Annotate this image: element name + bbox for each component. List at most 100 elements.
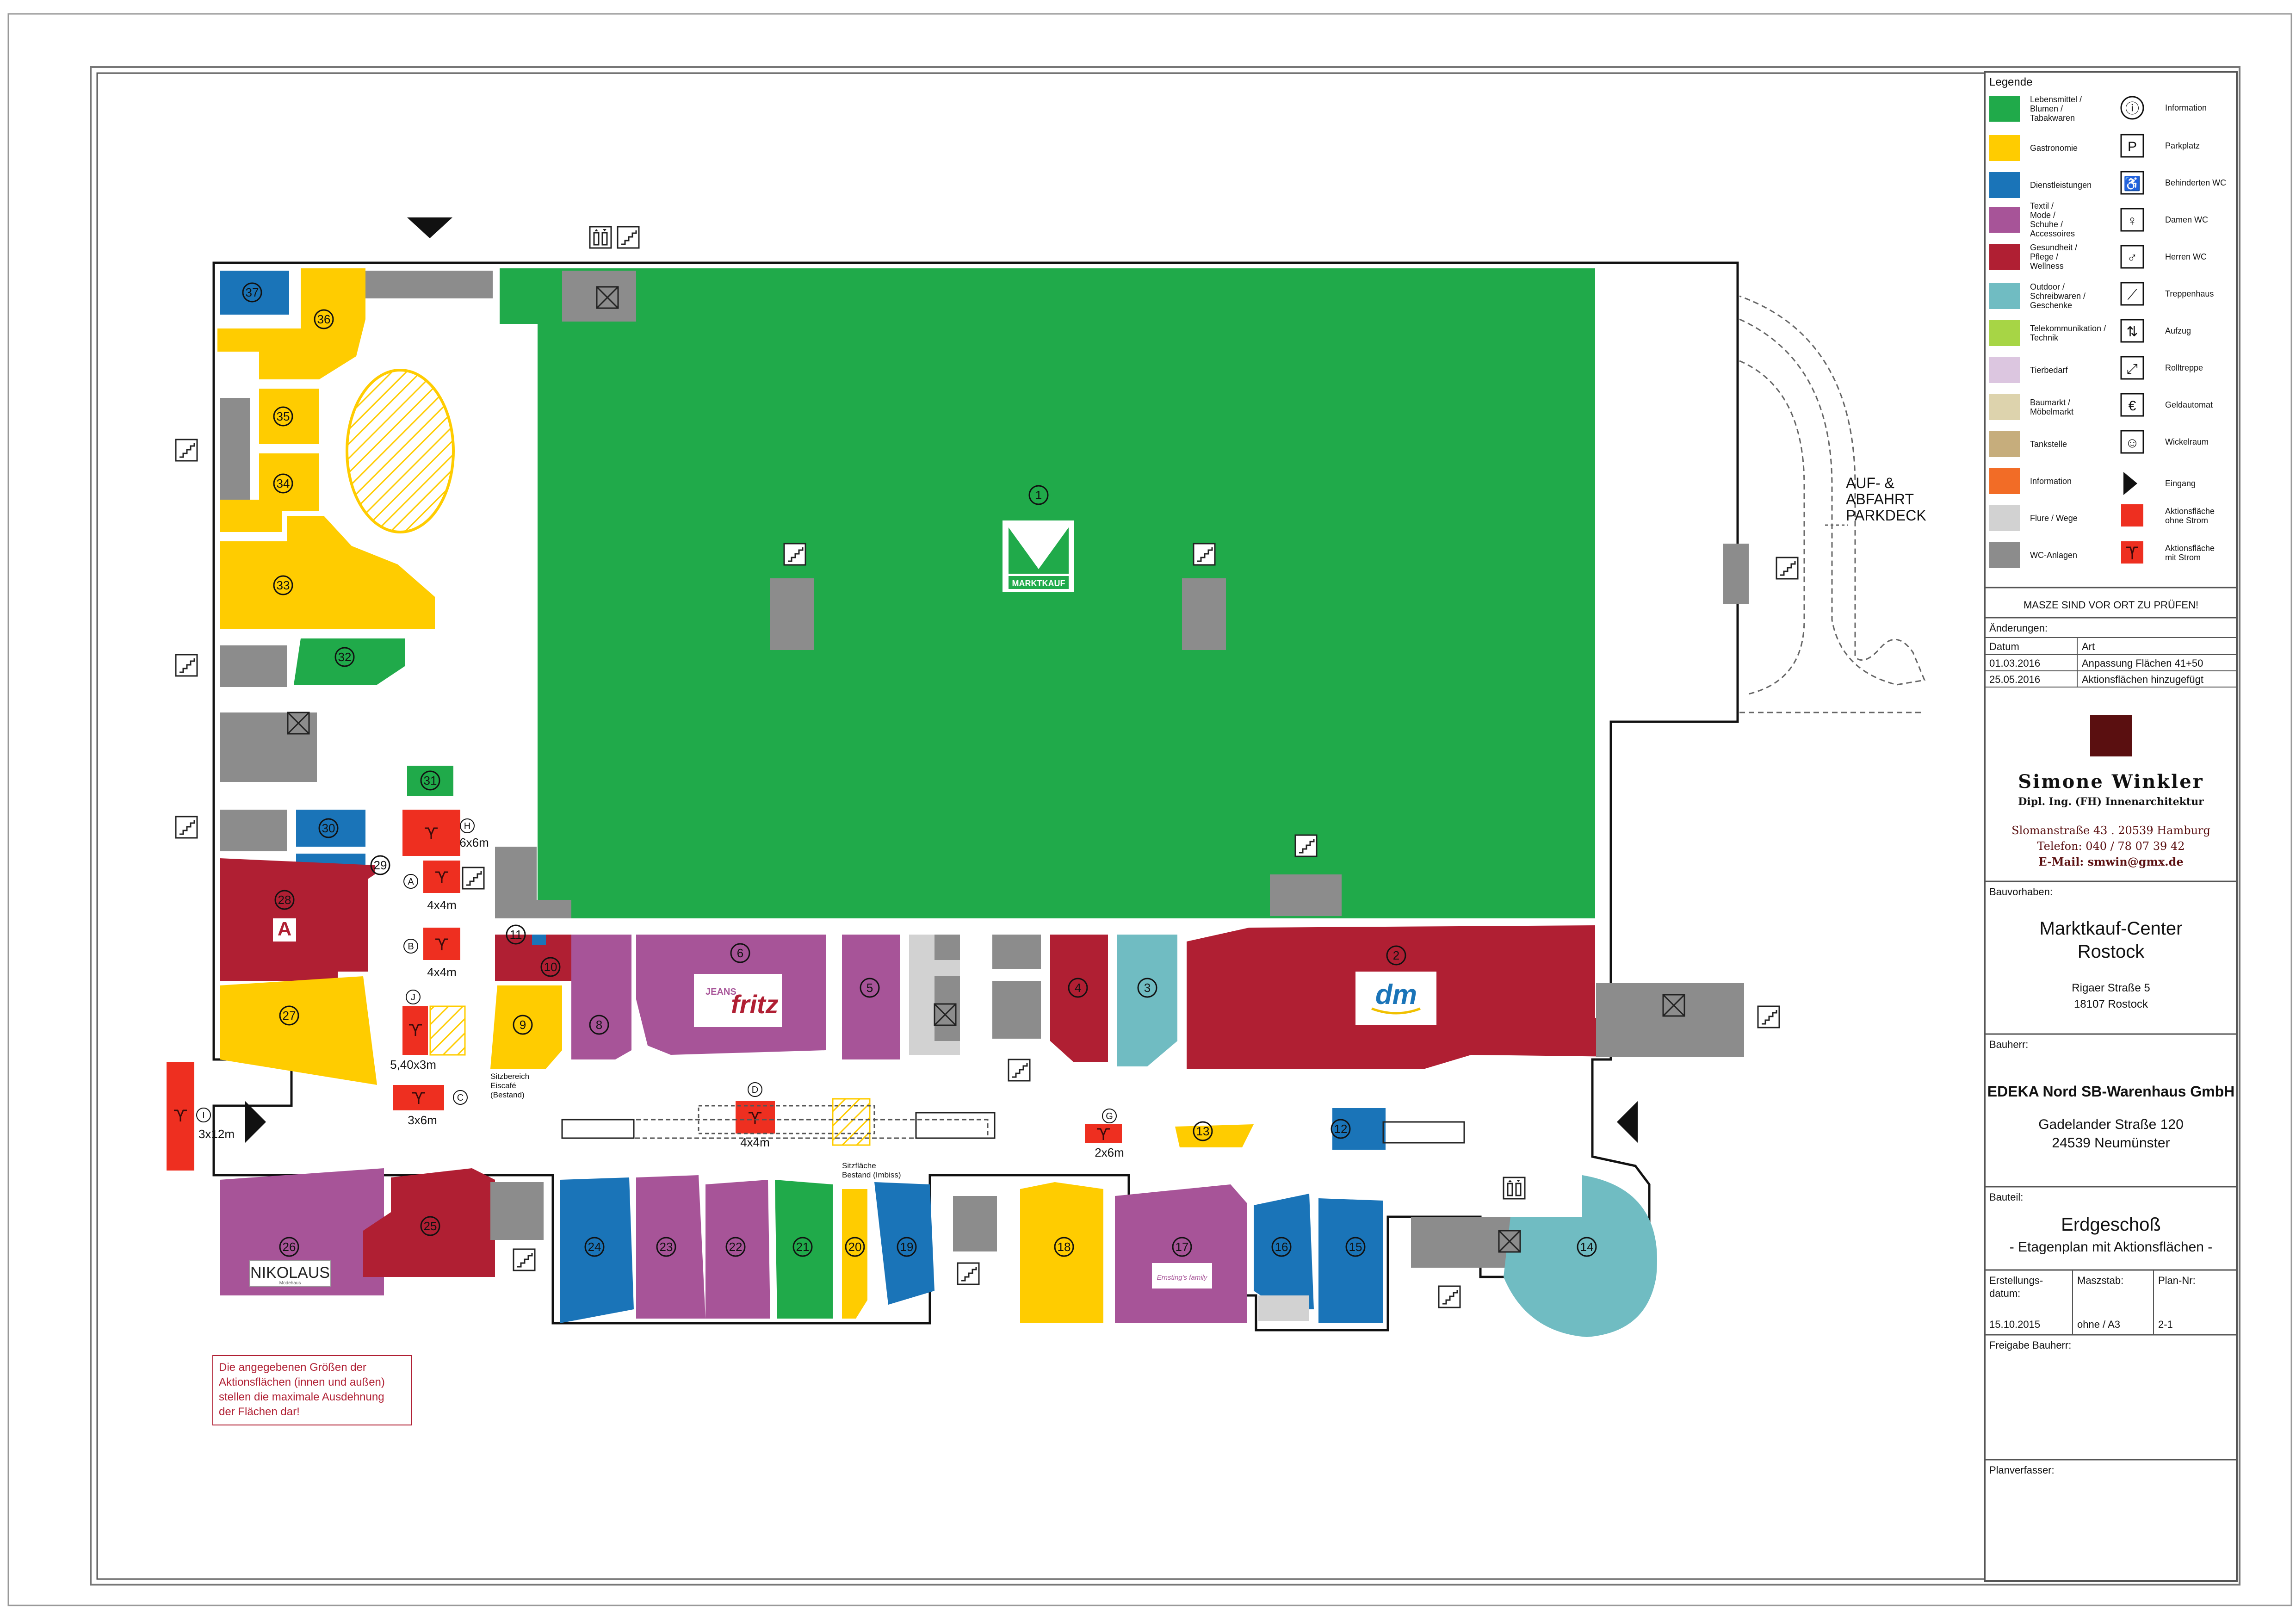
unit-25[interactable] (363, 1168, 495, 1277)
legend-label: Wickelraum (2165, 437, 2209, 446)
unit-1-marktkauf[interactable] (500, 268, 1595, 918)
baby-icon: ☺ (2120, 430, 2144, 454)
unit-label-23: 23 (656, 1237, 676, 1257)
unit-14[interactable] (1504, 1175, 1657, 1337)
unit-11[interactable] (532, 935, 546, 945)
unit-number: 15 (1349, 1240, 1362, 1254)
legend-item-gesundheit: Gesundheit /Pflege /Wellness (1989, 243, 2077, 271)
note-box (212, 1355, 412, 1425)
legend-label: Technik (2030, 333, 2059, 342)
unit-number: 32 (338, 650, 352, 664)
legend-left: Lebensmittel /Blumen /TabakwarenGastrono… (1989, 95, 2106, 568)
unit-label-26: 26 (279, 1237, 299, 1257)
legend-item-stairs: ⟋Treppenhaus (2120, 282, 2214, 306)
unit-20[interactable] (842, 1189, 867, 1319)
unit-22[interactable] (706, 1180, 770, 1319)
parkdeck-ramp-outer (1739, 295, 1926, 686)
unit-label-18: 18 (1054, 1237, 1074, 1257)
unit-30[interactable] (296, 810, 365, 847)
unit-label-2: 2 (1386, 945, 1406, 966)
stairs-left-2-room (220, 810, 287, 851)
promo-area-A[interactable] (423, 861, 460, 893)
legend-label: Schuhe / (2030, 220, 2063, 229)
architect-name: Simone Winkler (2018, 771, 2203, 793)
unit-number: 26 (283, 1240, 296, 1254)
wc-left-1 (220, 398, 250, 500)
unit-37[interactable] (220, 271, 289, 315)
unit-number: 34 (277, 477, 290, 490)
unit-labels: 1234568910111213141516171819202122232425… (242, 282, 1597, 1257)
unit-32[interactable] (294, 638, 405, 685)
unit-label-3: 3 (1137, 978, 1157, 998)
unit-27[interactable] (220, 976, 377, 1085)
unit-24[interactable] (560, 1177, 634, 1323)
unit-8[interactable] (571, 935, 631, 1059)
change-2-date: 25.05.2016 (1989, 674, 2040, 685)
unit-number: 4 (1075, 981, 1081, 995)
promo-label-J: J5,40x3m (390, 990, 436, 1072)
ernstings-text: Ernsting's family (1157, 1274, 1208, 1282)
unit-number: 33 (277, 578, 290, 592)
unit-21[interactable] (775, 1180, 833, 1319)
nikolaus-logo (249, 1260, 331, 1287)
parkdeck-label-1: AUF- & (1846, 475, 1894, 491)
legend-swatch (1989, 96, 2020, 122)
legend-swatch (1989, 394, 2020, 420)
unit-16[interactable] (1254, 1194, 1314, 1309)
unit-label-33: 33 (273, 575, 293, 595)
legend-title: Legende (1989, 76, 2032, 88)
unit-number: 9 (520, 1018, 526, 1032)
unit-36[interactable] (217, 268, 365, 379)
entrance-arrow-left (245, 1101, 266, 1143)
legend-swatch (1989, 320, 2020, 346)
nikolaus-text: NIKOLAUS (250, 1264, 330, 1282)
unit-19[interactable] (874, 1182, 934, 1305)
plan-no-value: 2-1 (2158, 1319, 2173, 1330)
man-icon: ♂ (2120, 245, 2144, 269)
promo-area-B[interactable] (423, 928, 460, 960)
legend-swatch (1989, 505, 2020, 531)
architect-address: Slomanstraße 43 . 20539 Hamburg (2011, 824, 2210, 837)
architect-email: E-Mail: smwin@gmx.de (2038, 855, 2183, 868)
legend-item-woman: ♀Damen WC (2120, 208, 2208, 232)
unit-label-17: 17 (1172, 1237, 1192, 1257)
woman-icon: ♀ (2120, 208, 2144, 232)
legend-label: Information (2030, 477, 2072, 486)
unit-number: 5 (866, 981, 873, 995)
unit-34[interactable] (220, 453, 319, 532)
seating-eiscafe-label-1: Sitzbereich (490, 1072, 529, 1081)
unit-number: 29 (374, 858, 387, 872)
promo-size: 4x4m (740, 1135, 770, 1149)
legend-item-flure: Flure / Wege (1989, 505, 2078, 531)
note-line-4: der Flächen dar! (219, 1406, 300, 1418)
unit-9[interactable] (490, 985, 562, 1069)
promo-letter: C (457, 1093, 464, 1103)
unit-15[interactable] (1318, 1198, 1383, 1323)
legend-label: ohne Strom (2165, 516, 2208, 525)
seating-oval (346, 369, 455, 533)
unit-18[interactable] (1020, 1182, 1103, 1323)
unit-23[interactable] (636, 1175, 706, 1319)
svg-text:♿: ♿ (2123, 175, 2141, 192)
legend-label: Telekommunikation / (2030, 324, 2106, 333)
unit-17[interactable] (1115, 1184, 1247, 1323)
unit-35[interactable] (259, 389, 319, 444)
legend-item-gastronomie: Gastronomie (1989, 135, 2078, 161)
unit-3[interactable] (1117, 935, 1177, 1066)
created-value: 15.10.2015 (1989, 1319, 2040, 1330)
unit-33[interactable] (220, 516, 435, 629)
ernstings-logo (1152, 1263, 1212, 1288)
unit-12[interactable] (1332, 1108, 1386, 1150)
legend-label: Behinderten WC (2165, 178, 2226, 187)
stairs-parkdeck-room (1723, 544, 1749, 604)
unit-label-37: 37 (242, 282, 262, 303)
legend-swatch (1989, 172, 2020, 198)
unit-28[interactable] (220, 858, 375, 981)
stairs-market-right-room (1182, 578, 1226, 650)
unit-13[interactable] (1175, 1124, 1254, 1147)
legend-item-tierbedarf: Tierbedarf (1989, 357, 2068, 383)
col-type: Art (2082, 641, 2095, 652)
unit-4[interactable] (1050, 935, 1108, 1062)
unit-label-14: 14 (1577, 1237, 1597, 1257)
